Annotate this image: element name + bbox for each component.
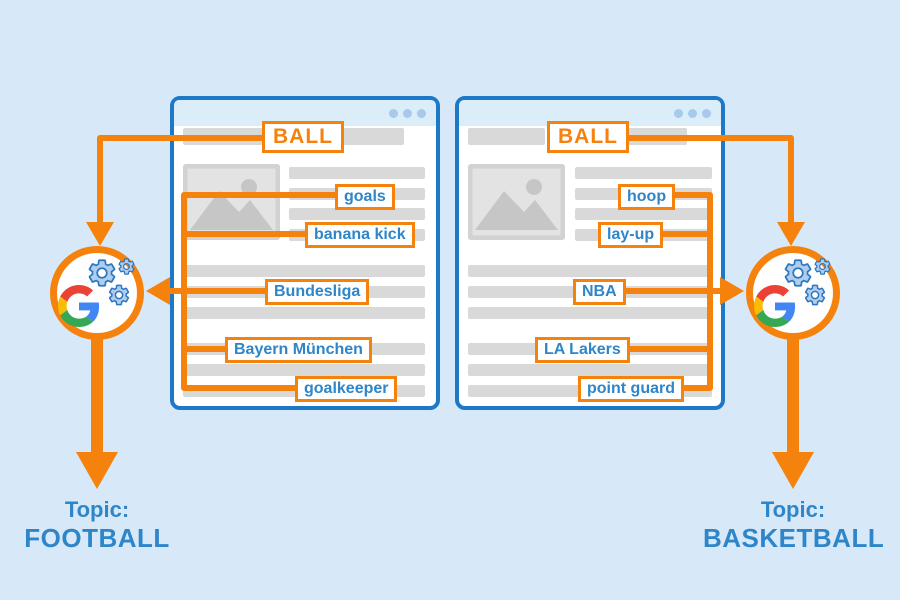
- text-line-placeholder: [183, 307, 425, 319]
- gear-icon: [804, 284, 826, 306]
- keyword-label-lay-up: lay-up: [598, 222, 664, 248]
- image-placeholder-icon: [468, 164, 565, 240]
- keyword-label-goals: goals: [335, 184, 395, 210]
- text-line-placeholder: [468, 364, 712, 376]
- text-line-placeholder: [468, 128, 545, 145]
- gear-icon: [108, 284, 130, 306]
- google-processor-left: [50, 246, 144, 340]
- text-line-placeholder: [330, 128, 404, 145]
- image-placeholder-icon: [183, 164, 280, 240]
- window-control-dots-icon: [389, 109, 426, 118]
- text-line-placeholder: [575, 167, 712, 179]
- text-line-placeholder: [468, 265, 712, 277]
- gear-icon: [88, 259, 116, 287]
- keyword-label-ball-left: BALL: [262, 121, 344, 153]
- keyword-label-bayern-muenchen: Bayern München: [225, 337, 372, 363]
- gear-icon: [814, 258, 831, 275]
- topic-prefix: Topic:: [64, 497, 130, 522]
- topic-caption-football: Topic: FOOTBALL: [7, 497, 187, 554]
- google-processor-right: [746, 246, 840, 340]
- google-g-logo-icon: [754, 285, 796, 327]
- text-line-placeholder: [289, 167, 425, 179]
- gear-icon: [784, 259, 812, 287]
- keyword-label-nba: NBA: [573, 279, 626, 305]
- window-control-dots-icon: [674, 109, 711, 118]
- keyword-label-banana-kick: banana kick: [305, 222, 415, 248]
- text-line-placeholder: [183, 265, 425, 277]
- topic-name: BASKETBALL: [703, 523, 885, 553]
- keyword-label-goalkeeper: goalkeeper: [295, 376, 398, 402]
- google-g-logo-icon: [58, 285, 100, 327]
- text-line-placeholder: [468, 307, 712, 319]
- text-line-placeholder: [183, 364, 425, 376]
- keyword-label-ball-right: BALL: [547, 121, 629, 153]
- keyword-label-bundesliga: Bundesliga: [265, 279, 370, 305]
- topic-name: FOOTBALL: [24, 523, 170, 553]
- keyword-label-point-guard: point guard: [578, 376, 684, 402]
- keyword-label-hoop: hoop: [618, 184, 676, 210]
- gear-icon: [118, 258, 135, 275]
- text-line-placeholder: [183, 128, 263, 145]
- topic-prefix: Topic:: [760, 497, 826, 522]
- topic-caption-basketball: Topic: BASKETBALL: [703, 497, 885, 554]
- keyword-label-la-lakers: LA Lakers: [535, 337, 630, 363]
